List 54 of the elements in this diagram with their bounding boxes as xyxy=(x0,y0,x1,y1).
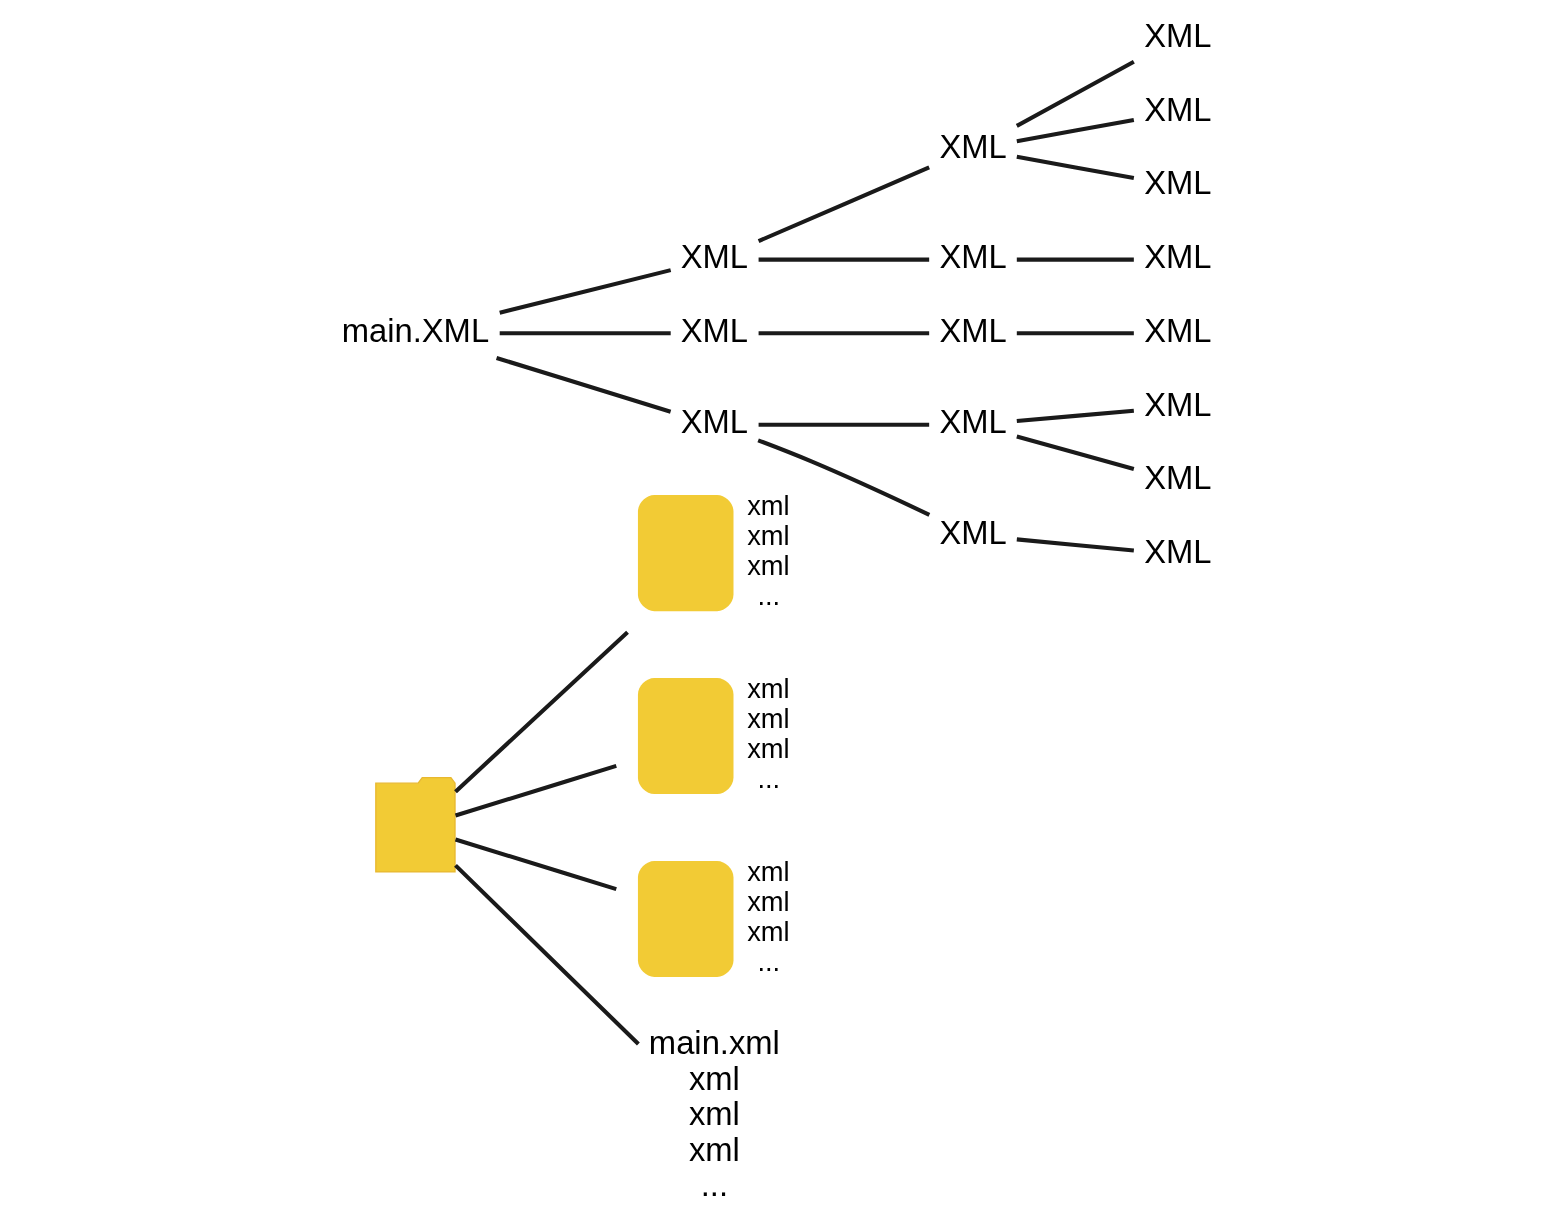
connector xyxy=(453,630,629,794)
connector xyxy=(1016,257,1134,262)
node-text: XML xyxy=(1143,311,1212,349)
node-label: xml xyxy=(746,855,790,887)
node-text: XML xyxy=(1143,90,1212,128)
connector xyxy=(1016,408,1134,424)
node-text: XML xyxy=(1143,385,1212,423)
node-label: xml xyxy=(746,702,790,734)
connector xyxy=(499,331,671,336)
node-label: ... xyxy=(756,945,780,977)
node-label: xml xyxy=(746,732,790,764)
node-text: XML xyxy=(680,403,748,441)
node-folder xyxy=(637,860,733,977)
node-text: XML xyxy=(938,513,1007,551)
node-label: ... xyxy=(756,579,780,611)
node-folder xyxy=(637,678,733,795)
connector xyxy=(758,422,929,427)
connector xyxy=(1016,331,1134,336)
connector xyxy=(1015,117,1134,144)
node-text: XML xyxy=(680,238,748,276)
node-folder xyxy=(637,495,733,612)
node-text: XML xyxy=(1143,532,1212,570)
connector xyxy=(453,863,640,1046)
node-label: xml xyxy=(746,519,790,551)
node-label: xml xyxy=(746,885,790,917)
node-text: XML xyxy=(938,311,1007,349)
node-text: XML xyxy=(1143,459,1212,497)
connector xyxy=(758,331,929,336)
node-folder xyxy=(374,777,456,873)
connector xyxy=(756,438,930,517)
node-label: xml xyxy=(746,549,790,581)
node-text: XML xyxy=(938,127,1007,165)
node-text: XML xyxy=(1143,164,1212,202)
node-text: main.XML xyxy=(341,311,489,349)
connector xyxy=(1016,537,1134,553)
connector xyxy=(1015,154,1134,181)
connector xyxy=(1015,434,1134,471)
node-label: xml xyxy=(746,489,790,521)
node-label: ... xyxy=(756,762,780,794)
node-text: XML xyxy=(938,403,1007,441)
connector xyxy=(758,257,929,262)
node-text: XML xyxy=(1143,238,1212,276)
connector xyxy=(498,268,671,315)
node-label: xml xyxy=(746,672,790,704)
connector xyxy=(454,837,617,892)
node-label: xml xyxy=(746,915,790,947)
node-text: main.xml xml xml xml ... xyxy=(648,1024,780,1204)
connector xyxy=(454,763,617,818)
node-text: XML xyxy=(938,238,1007,276)
node-text: XML xyxy=(1143,16,1212,54)
node-text: XML xyxy=(680,311,748,349)
connector xyxy=(757,165,930,243)
connector xyxy=(1015,60,1135,128)
connector xyxy=(495,356,671,414)
